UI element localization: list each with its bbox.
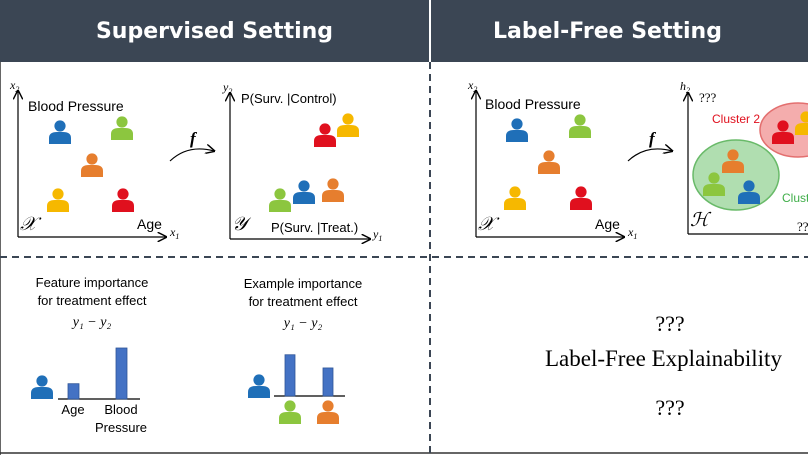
latent-y-axis-label: h2 xyxy=(680,79,690,95)
output-y-axis-label: y2 xyxy=(222,80,232,96)
example-importance-formula: y₁ − y₂ xyxy=(282,316,323,331)
person-green-icon xyxy=(279,400,301,424)
person-blue-icon xyxy=(506,118,528,142)
person-blue-icon xyxy=(293,180,315,204)
person-yellow-icon xyxy=(337,113,359,137)
person-green-icon xyxy=(569,114,591,138)
supervised-header: Supervised Setting xyxy=(0,0,429,62)
cluster-2-label: Cluster 2 xyxy=(712,112,760,126)
person-red-icon xyxy=(314,123,336,147)
lf-input-y-axis-label: x2 xyxy=(467,78,477,94)
label-free-explainability-panel: ??? Label-Free Explainability ??? xyxy=(545,311,782,420)
input-feature-age: Age xyxy=(137,216,162,232)
label-free-input-plot: x2 x1 Blood Pressure Age 𝒳 xyxy=(467,78,637,241)
input-y-axis-label: x2 xyxy=(9,78,19,94)
lf-input-feature-blood-pressure: Blood Pressure xyxy=(485,96,581,112)
person-yellow-icon xyxy=(504,186,526,210)
lf-input-space-symbol: 𝒳 xyxy=(478,214,500,235)
lf-input-x-axis-label: x1 xyxy=(627,225,637,241)
mapping-arrow-icon xyxy=(169,149,214,162)
example-bar-green xyxy=(284,354,296,397)
example-importance-title-1: Example importance xyxy=(244,276,363,291)
mapping-f-supervised: f xyxy=(169,129,214,162)
feature-bar-label-blood: Blood xyxy=(104,402,137,417)
feature-importance-formula: y₁ − y₂ xyxy=(71,315,112,330)
output-space-plot: y2 y1 P(Surv. |Control) P(Surv. |Treat.)… xyxy=(222,80,382,243)
person-orange-icon xyxy=(538,150,560,174)
input-space-symbol: 𝒳 xyxy=(20,214,42,235)
feature-bar-label-pressure: Pressure xyxy=(95,420,147,435)
latent-space-plot: h2 ??? ?? ℋ Cluster 1 Cluster 2 xyxy=(680,79,808,235)
person-orange-icon xyxy=(317,400,339,424)
example-importance-panel: Example importance for treatment effect … xyxy=(244,276,363,424)
example-importance-title-2: for treatment effect xyxy=(249,294,358,309)
mapping-f-label-free: f xyxy=(627,129,672,162)
person-red-icon xyxy=(570,186,592,210)
person-green-icon xyxy=(111,116,133,140)
unknown-top: ??? xyxy=(655,311,684,336)
person-blue-icon xyxy=(31,375,53,399)
output-treat-label: P(Surv. |Treat.) xyxy=(271,220,358,235)
feature-bar-blood-pressure xyxy=(115,347,128,400)
person-orange-icon xyxy=(322,178,344,202)
latent-y-unknown: ??? xyxy=(699,90,717,105)
label-free-title: Label-Free Setting xyxy=(493,18,722,44)
mapping-f-label: f xyxy=(649,129,657,148)
person-orange-icon xyxy=(81,153,103,177)
person-green-icon xyxy=(269,188,291,212)
feature-importance-panel: Feature importance for treatment effect … xyxy=(31,275,148,435)
person-blue-icon xyxy=(49,120,71,144)
feature-bar-age xyxy=(67,383,80,400)
input-feature-blood-pressure: Blood Pressure xyxy=(28,98,124,114)
input-x-axis-label: x1 xyxy=(169,225,179,241)
input-space-plot: x2 x1 Blood Pressure Age 𝒳 xyxy=(9,78,179,241)
latent-x-unknown: ?? xyxy=(797,219,808,234)
example-bar-orange xyxy=(322,367,334,397)
output-x-axis-label: y1 xyxy=(372,227,382,243)
person-yellow-icon xyxy=(47,188,69,212)
cluster-1-label: Cluster 1 xyxy=(782,191,808,205)
unknown-bottom: ??? xyxy=(655,395,684,420)
feature-importance-title-1: Feature importance xyxy=(36,275,149,290)
mapping-f-label: f xyxy=(190,129,198,148)
latent-space-symbol: ℋ xyxy=(690,210,712,231)
output-control-label: P(Surv. |Control) xyxy=(241,91,337,106)
feature-importance-title-2: for treatment effect xyxy=(38,293,147,308)
supervised-title: Supervised Setting xyxy=(95,18,334,44)
person-red-icon xyxy=(112,188,134,212)
feature-bar-label-age: Age xyxy=(61,402,84,417)
output-space-symbol: 𝒴 xyxy=(232,214,252,235)
mapping-arrow-icon xyxy=(627,149,672,162)
lf-input-feature-age: Age xyxy=(595,216,620,232)
label-free-explainability-title: Label-Free Explainability xyxy=(545,346,782,371)
person-blue-icon xyxy=(248,374,270,398)
label-free-header: Label-Free Setting xyxy=(431,0,808,62)
